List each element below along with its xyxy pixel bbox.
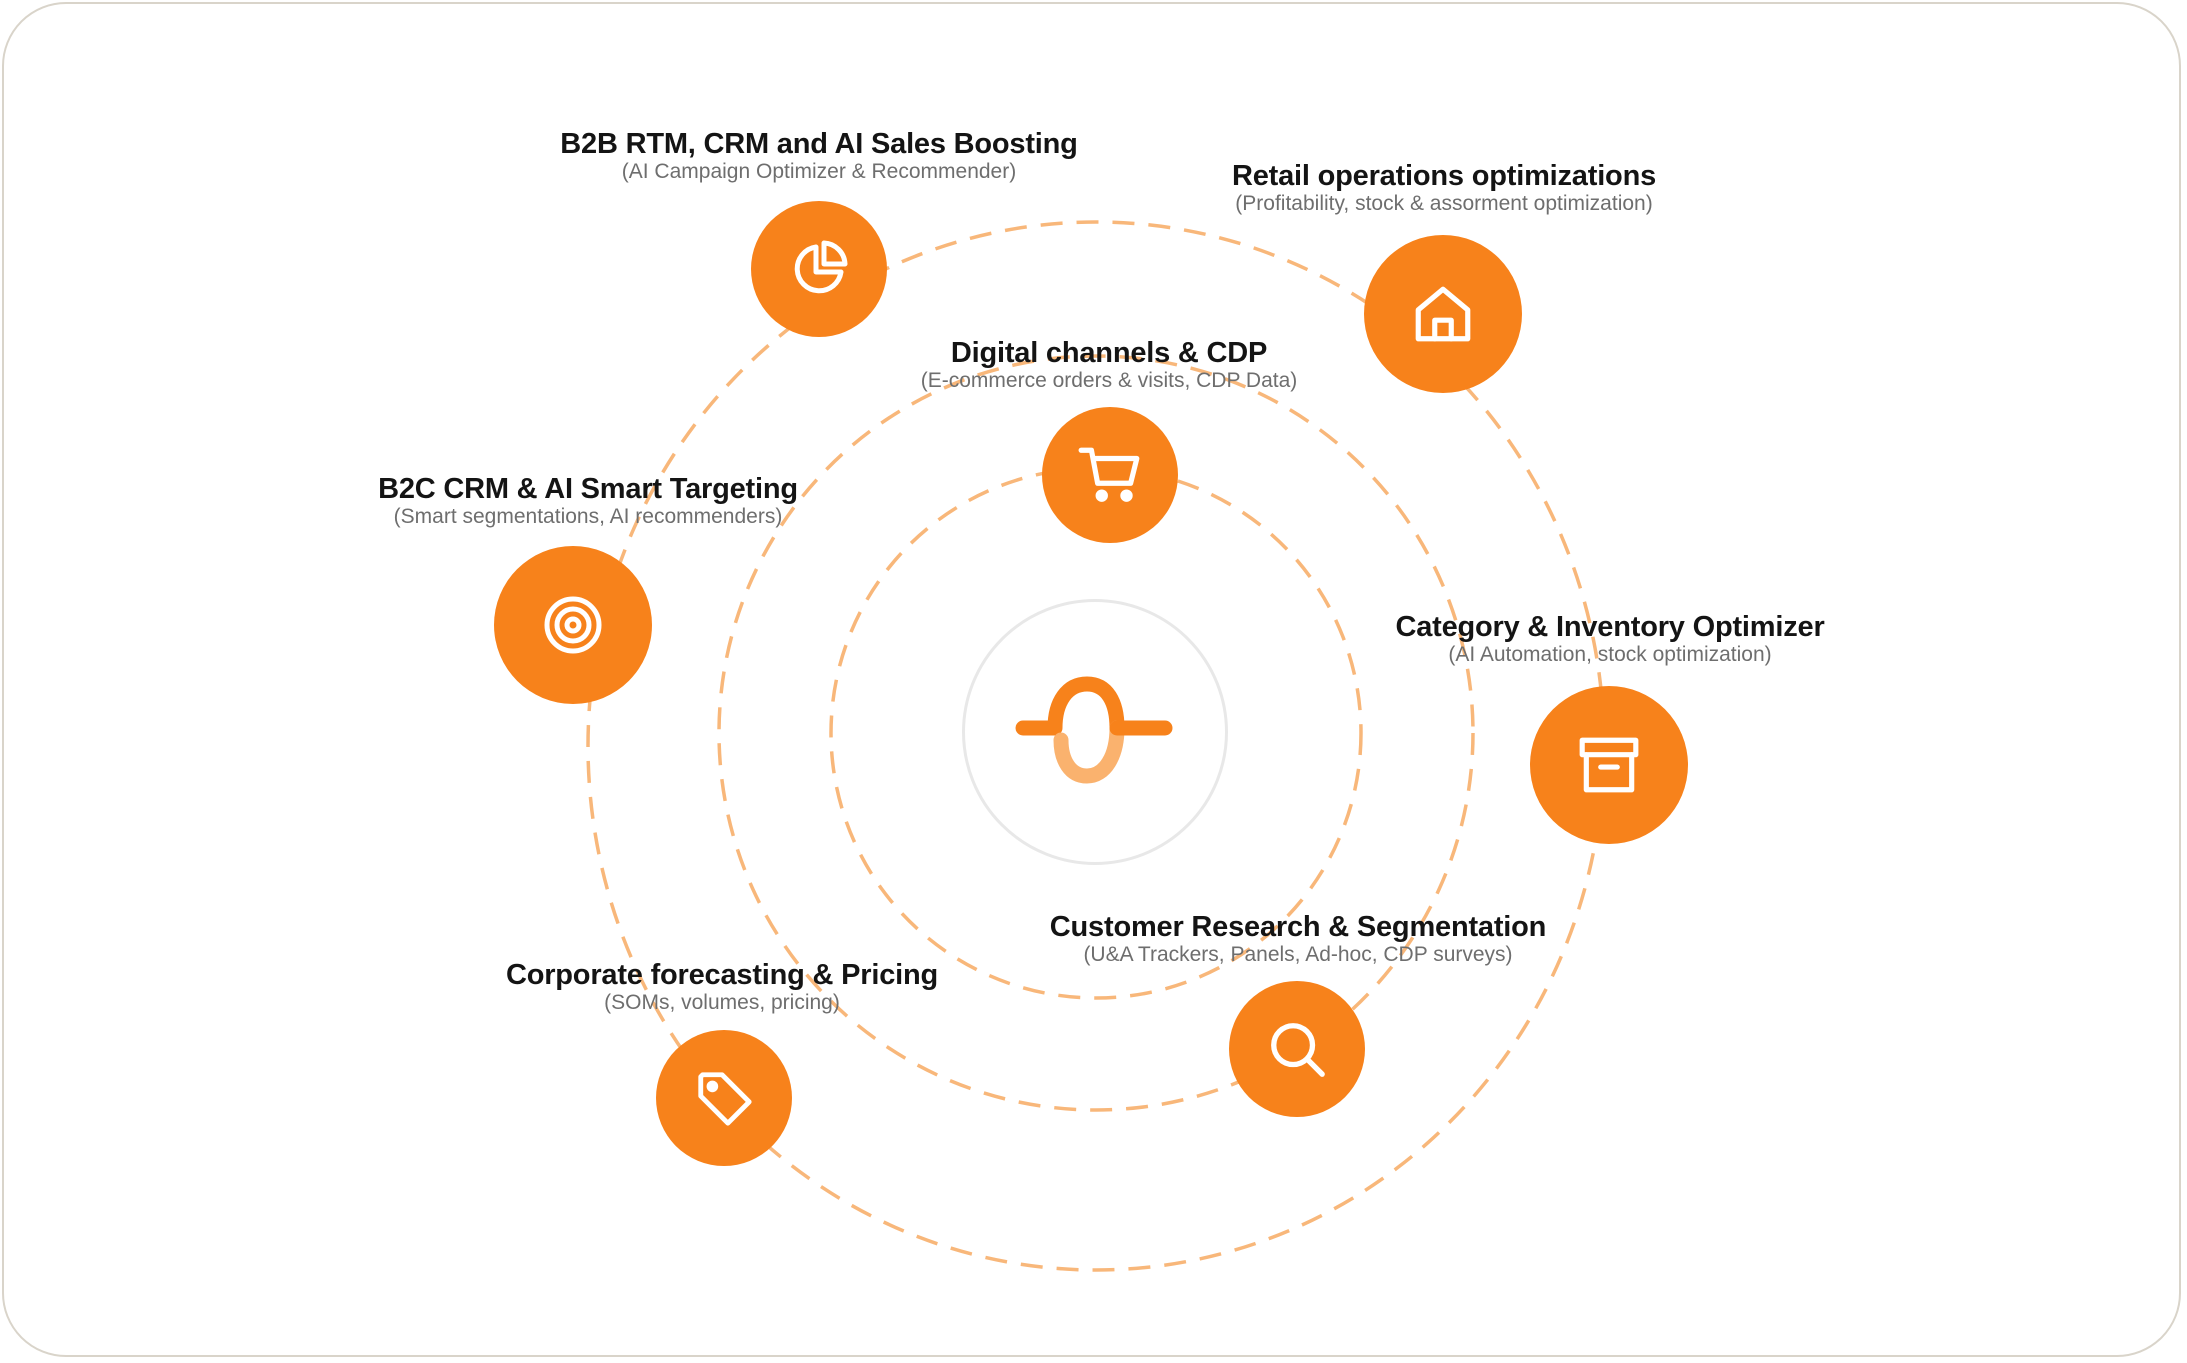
search-icon [1271,1023,1325,1077]
label-subtitle: (E-commerce orders & visits, CDP Data) [920,369,1298,392]
node-digital-channels[interactable] [1042,407,1178,543]
home-icon [1415,286,1471,342]
label-subtitle: (AI Campaign Optimizer & Recommender) [621,160,1017,183]
center-logo [962,599,1228,865]
node-b2c-crm[interactable] [494,546,652,704]
label-subtitle: (Smart segmentations, AI recommenders) [393,505,783,528]
node-category-inventory[interactable] [1530,686,1688,844]
middle-orbit-ring [717,354,1475,1112]
shopping-cart-icon [1078,447,1140,502]
label-title: B2C CRM & AI Smart Targeting [378,473,798,505]
target-icon [544,596,602,654]
label-customer-research: Customer Research & Segmentation (U&A Tr… [1049,911,1547,967]
pie-chart-icon [794,240,848,294]
label-subtitle: (Profitability, stock & assorment optimi… [1235,192,1653,215]
label-corporate-forecasting: Corporate forecasting & Pricing (SOMs, v… [506,959,938,1015]
node-b2b-rtm[interactable] [751,201,887,337]
inner-orbit-ring [829,466,1363,1000]
label-subtitle: (U&A Trackers, Panels, Ad-hoc, CDP surve… [1083,943,1513,966]
node-corporate-forecasting[interactable] [656,1030,792,1166]
label-title: Digital channels & CDP [950,337,1268,369]
label-b2c-crm: B2C CRM & AI Smart Targeting (Smart segm… [378,473,798,529]
label-title: Customer Research & Segmentation [1049,911,1547,943]
label-category-inventory: Category & Inventory Optimizer (AI Autom… [1395,611,1824,667]
label-title: Retail operations optimizations [1231,160,1657,192]
label-subtitle: (AI Automation, stock optimization) [1448,643,1772,666]
label-b2b-rtm: B2B RTM, CRM and AI Sales Boosting (AI C… [560,128,1078,184]
label-subtitle: (SOMs, volumes, pricing) [604,991,840,1014]
node-retail-operations[interactable] [1364,235,1522,393]
label-title: Category & Inventory Optimizer [1395,611,1825,643]
brand-logo-icon [1015,676,1173,784]
archive-box-icon [1579,737,1639,793]
label-title: B2B RTM, CRM and AI Sales Boosting [560,128,1078,160]
label-retail-operations: Retail operations optimizations (Profita… [1232,160,1656,216]
label-digital-channels: Digital channels & CDP (E-commerce order… [921,337,1298,393]
node-customer-research[interactable] [1229,981,1365,1117]
price-tag-icon [698,1072,752,1126]
label-title: Corporate forecasting & Pricing [505,959,939,991]
